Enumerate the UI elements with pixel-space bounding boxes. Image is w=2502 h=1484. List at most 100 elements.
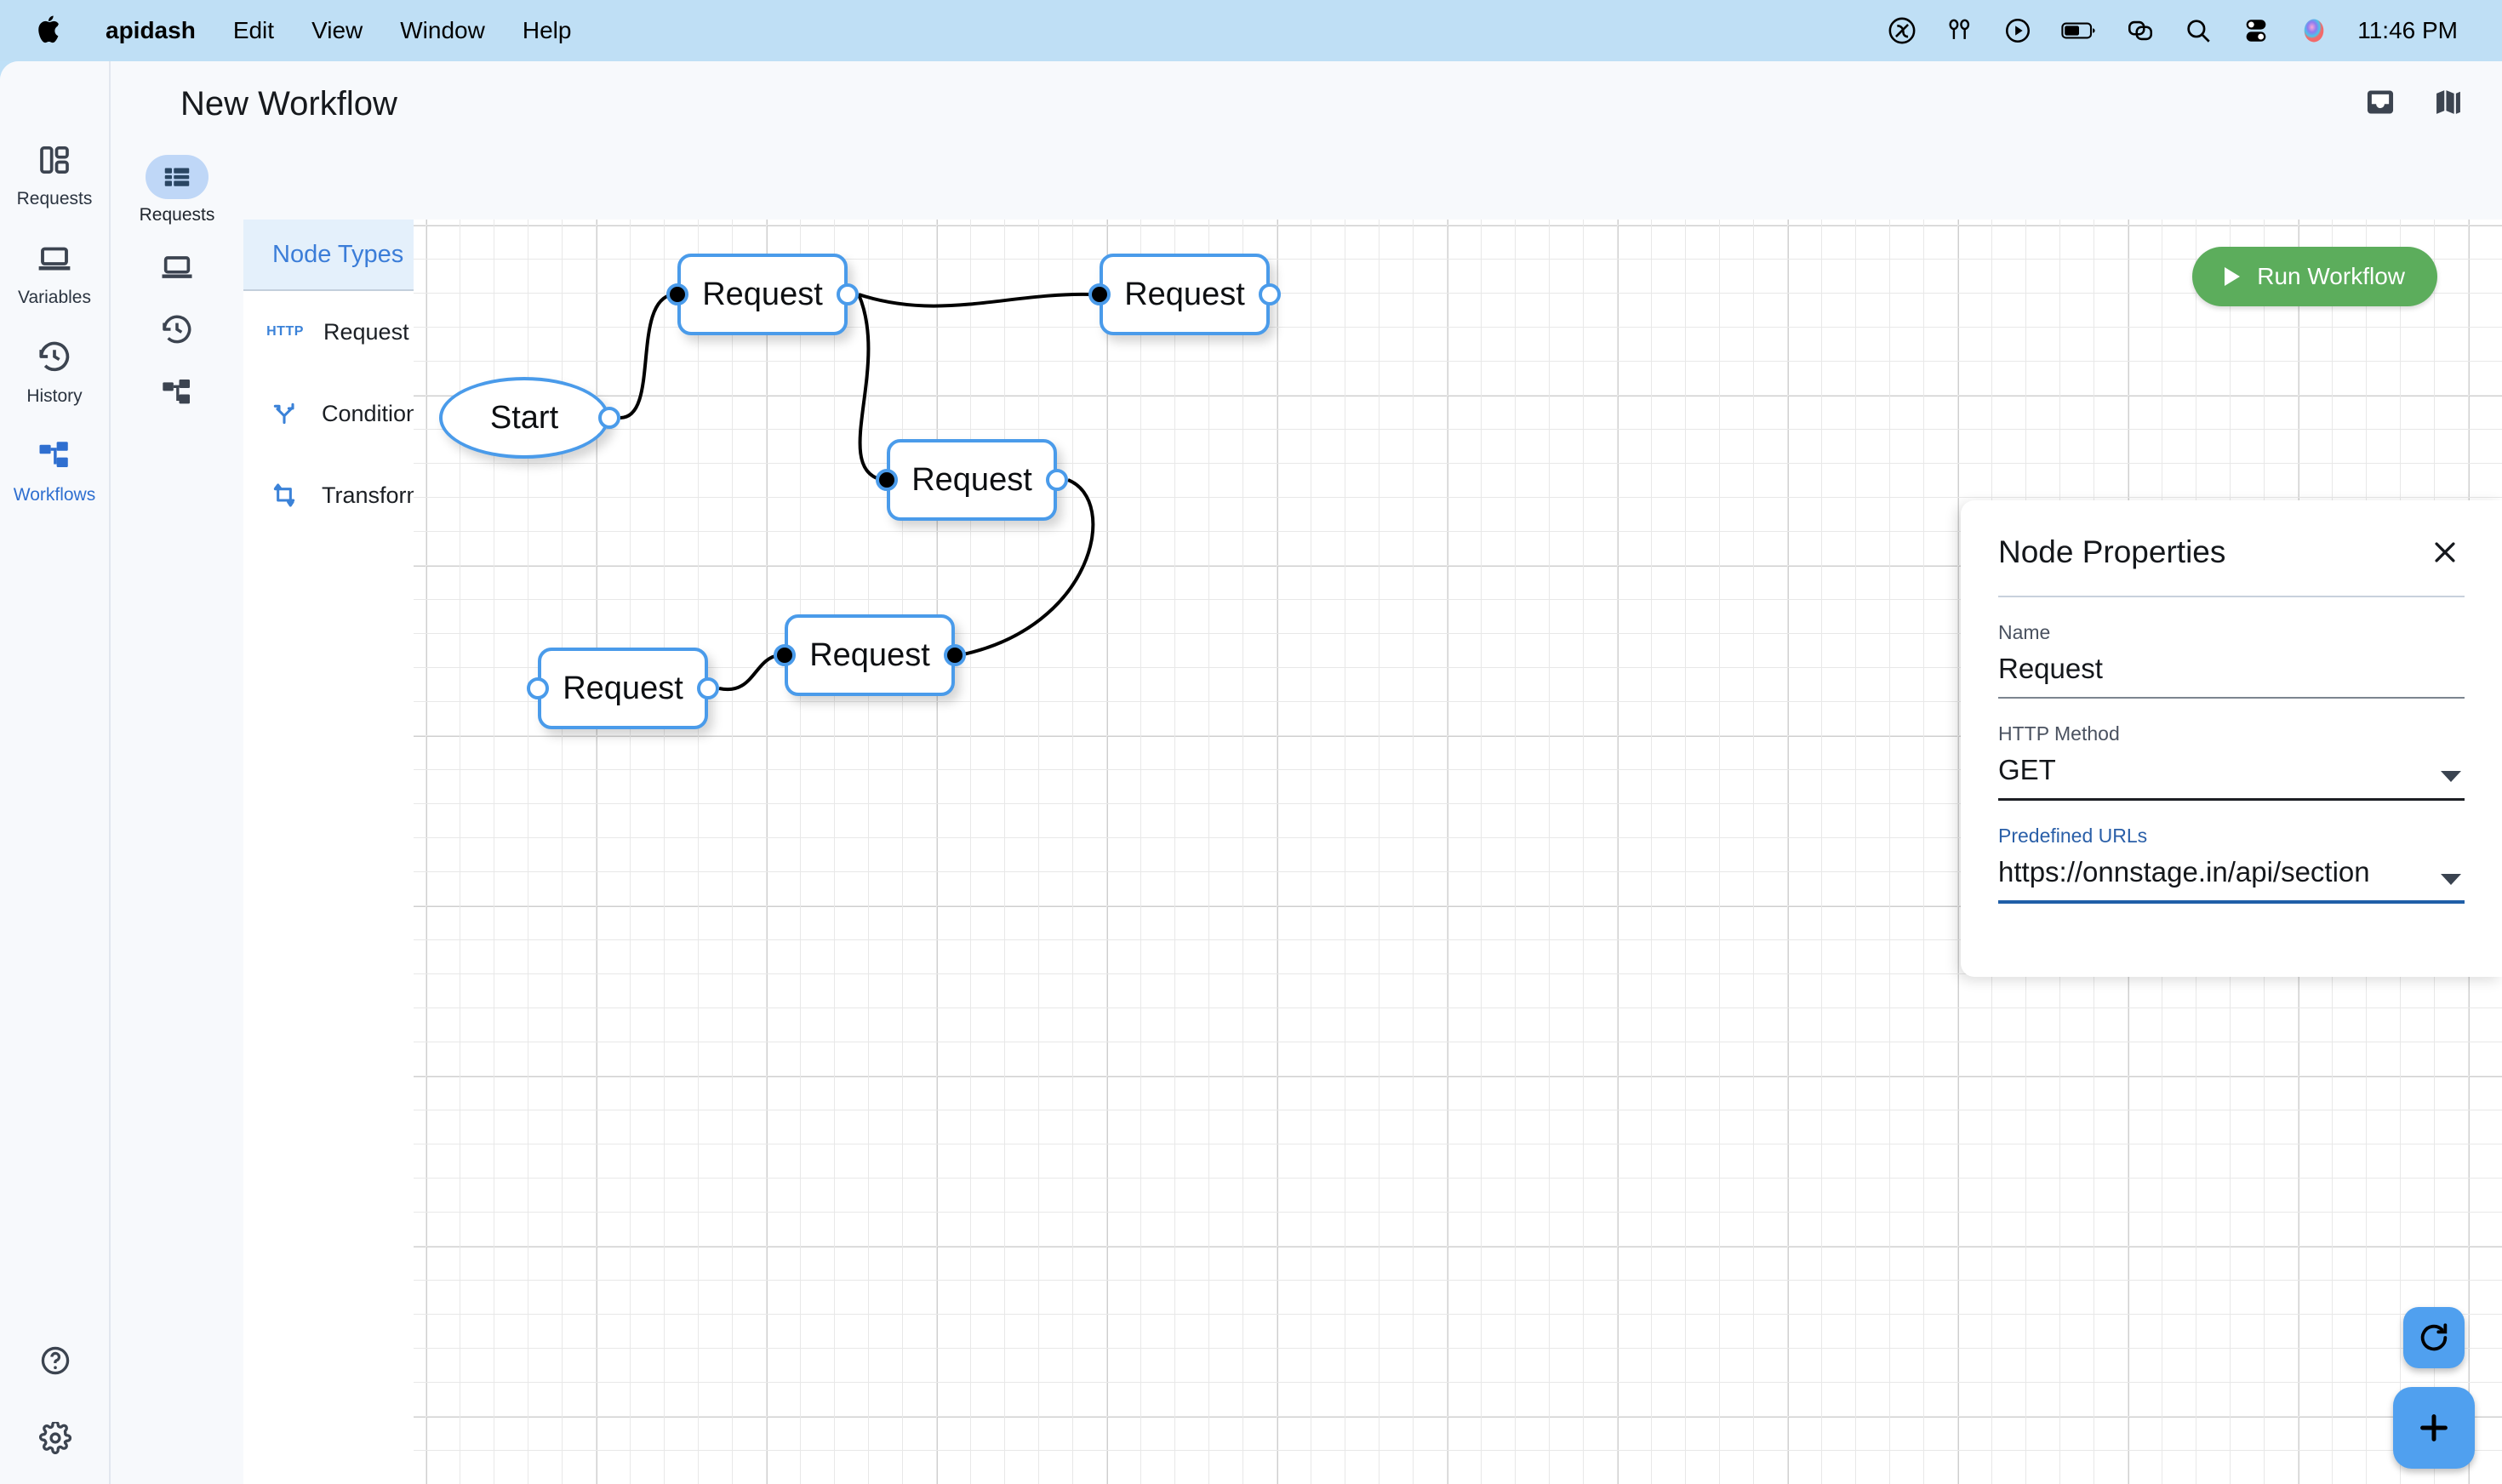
sidebar-item-history[interactable]: History: [0, 339, 110, 407]
node-input-port[interactable]: [774, 644, 796, 666]
canvas-node-request-4[interactable]: Request: [774, 614, 966, 696]
menu-item-apidash[interactable]: apidash: [106, 17, 196, 43]
field-http-method: HTTP Method GET: [1998, 722, 2465, 801]
sidebar-item-workflows[interactable]: Workflows: [0, 437, 110, 505]
field-underline: [1998, 798, 2465, 801]
name-input[interactable]: Request: [1998, 653, 2103, 684]
airpods-icon[interactable]: [1945, 16, 1974, 45]
floating-action-buttons: [2393, 1307, 2475, 1469]
panel-tab-variables[interactable]: [146, 244, 208, 288]
help-circle-icon[interactable]: [39, 1344, 71, 1381]
list-icon: [146, 155, 208, 199]
panel-tab-workflows[interactable]: [146, 370, 208, 414]
workflow-edges: [620, 292, 1095, 692]
node-properties-title: Node Properties: [1998, 534, 2226, 569]
node-input-port[interactable]: [876, 469, 898, 491]
canvas-node-label: Start: [489, 399, 559, 436]
http-method-select[interactable]: GET: [1998, 754, 2056, 785]
node-output-port[interactable]: [1046, 469, 1068, 491]
macos-menu-bar: apidash Edit View Window Help 11:46 PM: [0, 0, 2502, 61]
close-icon[interactable]: [2425, 533, 2465, 572]
inbox-icon[interactable]: [2364, 86, 2396, 123]
node-output-port[interactable]: [697, 677, 719, 699]
workflow-header: New Workflow: [111, 61, 2502, 146]
node-type-transform[interactable]: Transform: [243, 454, 426, 536]
sidebar-label-variables: Variables: [18, 288, 91, 307]
node-input-port[interactable]: [1088, 283, 1111, 305]
sidebar-label-history: History: [26, 386, 83, 406]
node-output-port[interactable]: [837, 283, 859, 305]
node-properties-panel: Node Properties Name Request HTTP Method…: [1961, 500, 2502, 977]
canvas-node-label: Request: [911, 461, 1032, 498]
gear-icon[interactable]: [39, 1420, 71, 1458]
crop-icon: [271, 482, 298, 509]
map-icon[interactable]: [2432, 86, 2465, 123]
menu-item-window[interactable]: Window: [400, 17, 485, 43]
node-output-port[interactable]: [1259, 283, 1281, 305]
siri-icon[interactable]: [2299, 16, 2328, 45]
panel-tab-history[interactable]: [146, 307, 208, 351]
branch-icon: [271, 400, 298, 427]
apple-logo-icon[interactable]: [29, 11, 68, 50]
battery-icon[interactable]: [2061, 16, 2097, 45]
play-icon: [2225, 267, 2241, 286]
field-label-predefined-urls: Predefined URLs: [1998, 825, 2148, 847]
node-input-port[interactable]: [666, 283, 688, 305]
chevron-down-icon[interactable]: [2441, 874, 2461, 885]
node-types-title: Node Types: [272, 240, 404, 268]
node-types-panel: Node Types HTTP Request Condition: [243, 220, 426, 1484]
node-properties-header: Node Properties: [1998, 533, 2465, 572]
sidebar-item-variables[interactable]: Variables: [0, 240, 110, 308]
field-label-http-method: HTTP Method: [1998, 722, 2120, 745]
menu-item-help[interactable]: Help: [522, 17, 572, 43]
canvas-node-request-2[interactable]: Request: [1088, 254, 1281, 335]
workflow-icon: [146, 370, 208, 414]
menu-item-view[interactable]: View: [311, 17, 363, 43]
node-type-request[interactable]: HTTP Request: [243, 291, 414, 373]
play-circle-icon[interactable]: [2003, 16, 2032, 45]
page-title: New Workflow: [180, 84, 397, 123]
run-workflow-label: Run Workflow: [2257, 263, 2405, 289]
canvas-node-request-1[interactable]: Request: [666, 254, 859, 335]
workflow-icon: [37, 437, 72, 477]
creative-cloud-icon[interactable]: [1888, 16, 1916, 45]
field-predefined-urls: Predefined URLs https://onnstage.in/api/…: [1998, 825, 2465, 904]
laptop-icon: [37, 240, 72, 280]
chevron-down-icon[interactable]: [2441, 771, 2461, 782]
sidebar-item-requests[interactable]: Requests: [0, 143, 110, 209]
canvas-node-label: Request: [1124, 276, 1245, 312]
node-types-header: Node Types: [243, 220, 414, 291]
http-badge-icon: HTTP: [266, 324, 304, 339]
laptop-icon: [146, 244, 208, 288]
node-type-label-transform: Transform: [322, 482, 426, 508]
app-window: Requests Variables History: [0, 61, 2502, 1484]
search-icon[interactable]: [2184, 16, 2213, 45]
run-workflow-button[interactable]: Run Workflow: [2192, 247, 2437, 306]
predefined-urls-select[interactable]: https://onnstage.in/api/section: [1998, 856, 2370, 888]
canvas-node-label: Request: [563, 670, 683, 706]
menu-bar-clock[interactable]: 11:46 PM: [2357, 17, 2458, 43]
node-output-port[interactable]: [598, 407, 620, 429]
menu-bar-left: apidash Edit View Window Help: [29, 11, 590, 50]
canvas-node-request-3[interactable]: Request: [876, 439, 1068, 521]
field-label-name: Name: [1998, 621, 2051, 643]
control-center-icon[interactable]: [2242, 16, 2271, 45]
panel-tab-requests[interactable]: Requests: [139, 155, 215, 225]
history-icon: [37, 339, 72, 379]
canvas-node-request-5[interactable]: Request: [527, 648, 719, 729]
canvas-node-start[interactable]: Start: [439, 377, 620, 459]
menu-item-edit[interactable]: Edit: [232, 17, 275, 43]
refresh-button[interactable]: [2403, 1307, 2465, 1368]
screen-mirroring-icon[interactable]: [2126, 16, 2155, 45]
menu-bar-status-area: 11:46 PM: [1888, 16, 2473, 45]
workflow-icon-column: Requests: [111, 146, 243, 1484]
node-output-port[interactable]: [944, 644, 966, 666]
canvas-node-label: Request: [809, 636, 930, 673]
node-input-port[interactable]: [527, 677, 549, 699]
header-actions: [2364, 86, 2502, 123]
node-type-condition[interactable]: Condition: [243, 373, 419, 454]
panel-tab-label-requests: Requests: [139, 205, 215, 225]
field-underline: [1998, 697, 2465, 699]
add-node-button[interactable]: [2393, 1387, 2475, 1469]
field-underline: [1998, 900, 2465, 904]
